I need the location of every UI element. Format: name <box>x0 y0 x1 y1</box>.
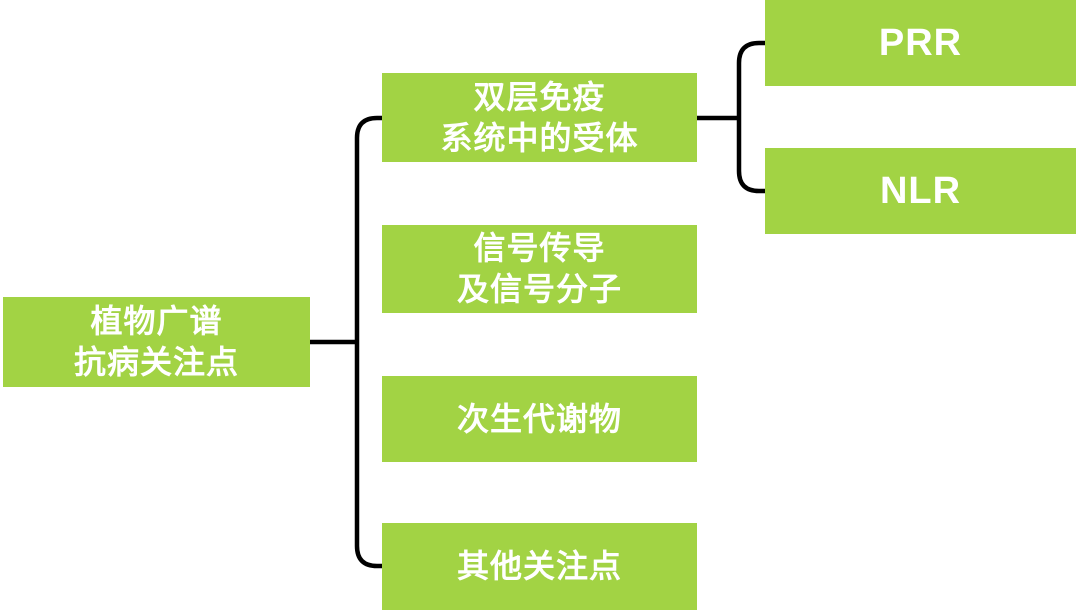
node-label-line: 抗病关注点 <box>73 344 239 380</box>
node-label-line: NLR <box>879 170 962 212</box>
node-label-line: 及信号分子 <box>456 271 622 307</box>
node-leaf-prr: PRR <box>765 0 1076 86</box>
node-label-line: 次生代谢物 <box>456 400 622 437</box>
node-root-plant-resistance: 植物广谱 抗病关注点 <box>3 297 310 387</box>
node-branch-signaling: 信号传导 及信号分子 <box>382 225 697 313</box>
node-branch-other-focus: 其他关注点 <box>382 523 697 610</box>
node-leaf-nlr: NLR <box>765 148 1076 234</box>
node-branch-immune-receptors: 双层免疫 系统中的受体 <box>382 73 697 162</box>
node-label-line: PRR <box>878 22 963 64</box>
node-label-line: 植物广谱 <box>90 303 223 339</box>
node-label-line: 信号传导 <box>473 230 606 266</box>
node-label-line: 双层免疫 <box>473 78 606 115</box>
connector-left-bracket <box>354 115 383 569</box>
node-label-line: 其他关注点 <box>456 548 622 584</box>
node-branch-secondary-metabolites: 次生代谢物 <box>382 376 697 462</box>
node-label-line: 系统中的受体 <box>440 119 639 156</box>
connector-right-bracket <box>736 40 766 194</box>
